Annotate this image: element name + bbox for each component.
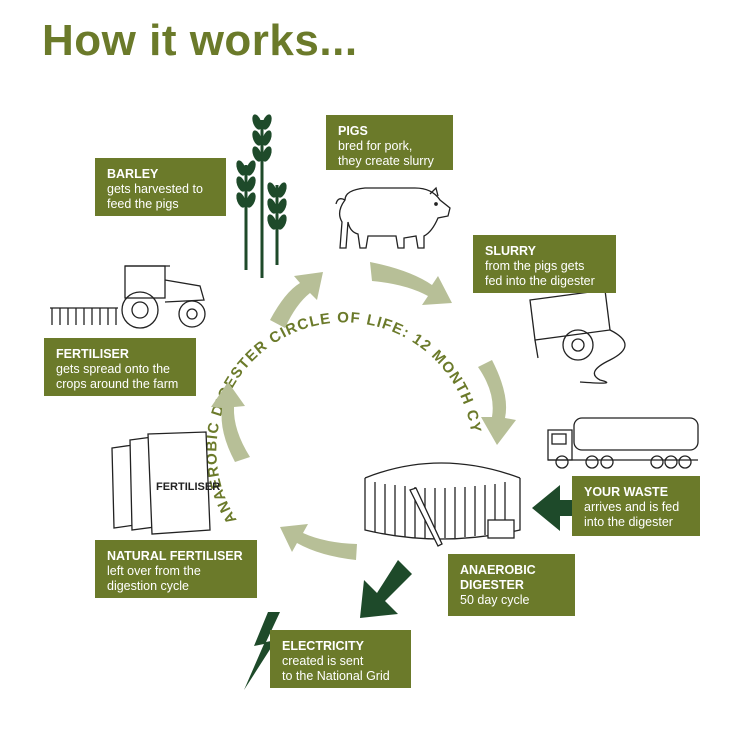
arrow-waste-in bbox=[532, 485, 600, 531]
step-your-waste: YOUR WASTE arrives and is fed into the d… bbox=[572, 476, 700, 536]
step-fertiliser: FERTILISER gets spread onto the crops ar… bbox=[44, 338, 196, 396]
step-natural-fertiliser: NATURAL FERTILISER left over from the di… bbox=[95, 540, 257, 598]
page-title: How it works... bbox=[42, 16, 358, 65]
pig-icon bbox=[335, 186, 451, 249]
step-text: gets spread onto the crops around the fa… bbox=[56, 362, 179, 391]
step-electricity: ELECTRICITY created is sent to the Natio… bbox=[270, 630, 411, 688]
step-pigs: PIGS bred for pork, they create slurry bbox=[326, 115, 453, 170]
barley-icon bbox=[236, 114, 287, 278]
step-text: left over from the digestion cycle bbox=[107, 564, 201, 593]
arrow-pigs-to-slurry bbox=[370, 262, 452, 305]
step-text: bred for pork, they create slurry bbox=[338, 139, 434, 168]
arrow-digester-to-fertiliser bbox=[280, 524, 357, 560]
step-anaerobic-digester: ANAEROBIC DIGESTER 50 day cycle bbox=[448, 554, 575, 616]
step-text: 50 day cycle bbox=[460, 593, 530, 607]
arrow-electricity-out bbox=[360, 560, 412, 618]
step-text: from the pigs gets fed into the digester bbox=[485, 259, 595, 288]
step-heading: SLURRY bbox=[485, 244, 536, 258]
step-heading: NATURAL FERTILISER bbox=[107, 549, 243, 563]
tractor-icon bbox=[50, 265, 206, 329]
tanker-truck-icon bbox=[547, 417, 699, 469]
step-heading: PIGS bbox=[338, 124, 368, 138]
step-heading: ANAEROBIC DIGESTER bbox=[460, 563, 536, 592]
step-barley: BARLEY gets harvested to feed the pigs bbox=[95, 158, 226, 216]
step-heading: BARLEY bbox=[107, 167, 159, 181]
arrow-natural-to-fertiliser bbox=[211, 382, 250, 462]
lightning-icon bbox=[244, 612, 280, 690]
step-slurry: SLURRY from the pigs gets fed into the d… bbox=[473, 235, 616, 293]
fertiliser-sacks-icon bbox=[111, 431, 211, 535]
step-heading: ELECTRICITY bbox=[282, 639, 364, 653]
step-text: arrives and is fed into the digester bbox=[584, 500, 680, 529]
step-text: gets harvested to feed the pigs bbox=[107, 182, 203, 211]
step-heading: YOUR WASTE bbox=[584, 485, 669, 499]
sack-label: FERTILISER bbox=[156, 481, 220, 493]
digester-icon bbox=[364, 462, 521, 547]
cycle-arrows bbox=[211, 262, 516, 560]
slurry-tanker-icon bbox=[529, 289, 626, 384]
arrow-slurry-to-digester bbox=[478, 360, 516, 445]
step-text: created is sent to the National Grid bbox=[282, 654, 390, 683]
arrow-fertiliser-to-barley bbox=[270, 272, 323, 328]
step-heading: FERTILISER bbox=[56, 347, 129, 361]
dark-arrows bbox=[360, 485, 600, 618]
